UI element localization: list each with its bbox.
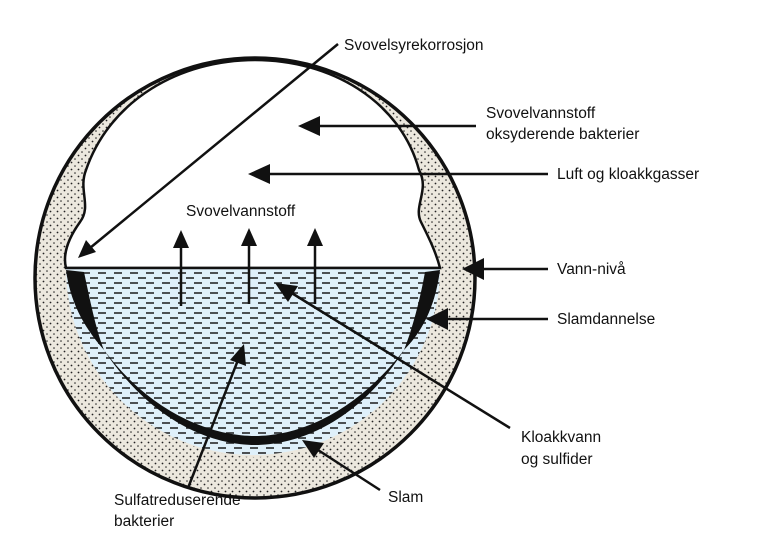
pointer-arrows — [78, 43, 548, 492]
label-water-level: Vann-nivå — [557, 261, 626, 278]
label-sulfuric-acid-corrosion: Svovelsyrekorrosjon — [344, 37, 484, 54]
sludge-layer — [66, 270, 440, 445]
label-oxidizing-bacteria-line1: Svovelvannstoff — [486, 105, 596, 122]
label-air-and-sewer-gases: Luft og kloakkgasser — [557, 166, 699, 183]
sludge-right-deposit — [404, 270, 440, 350]
hydrogen-sulfide-arrows — [173, 228, 323, 306]
label-hydrogen-sulfide: Svovelvannstoff — [186, 203, 296, 220]
sludge-bottom-band — [104, 350, 404, 445]
label-sewage-line2: og sulfider — [521, 451, 593, 468]
air-space — [63, 58, 442, 270]
label-sludge-formation: Slamdannelse — [557, 311, 655, 328]
sludge-left-deposit — [66, 270, 104, 350]
label-sludge: Slam — [388, 489, 423, 506]
label-reducing-bacteria-line2: bakterier — [114, 513, 174, 530]
label-sewage-line1: Kloakkvann — [521, 429, 601, 446]
label-oxidizing-bacteria-line2: oksyderende bakterier — [486, 126, 639, 143]
label-reducing-bacteria-line1: Sulfatreduserende — [114, 492, 241, 509]
